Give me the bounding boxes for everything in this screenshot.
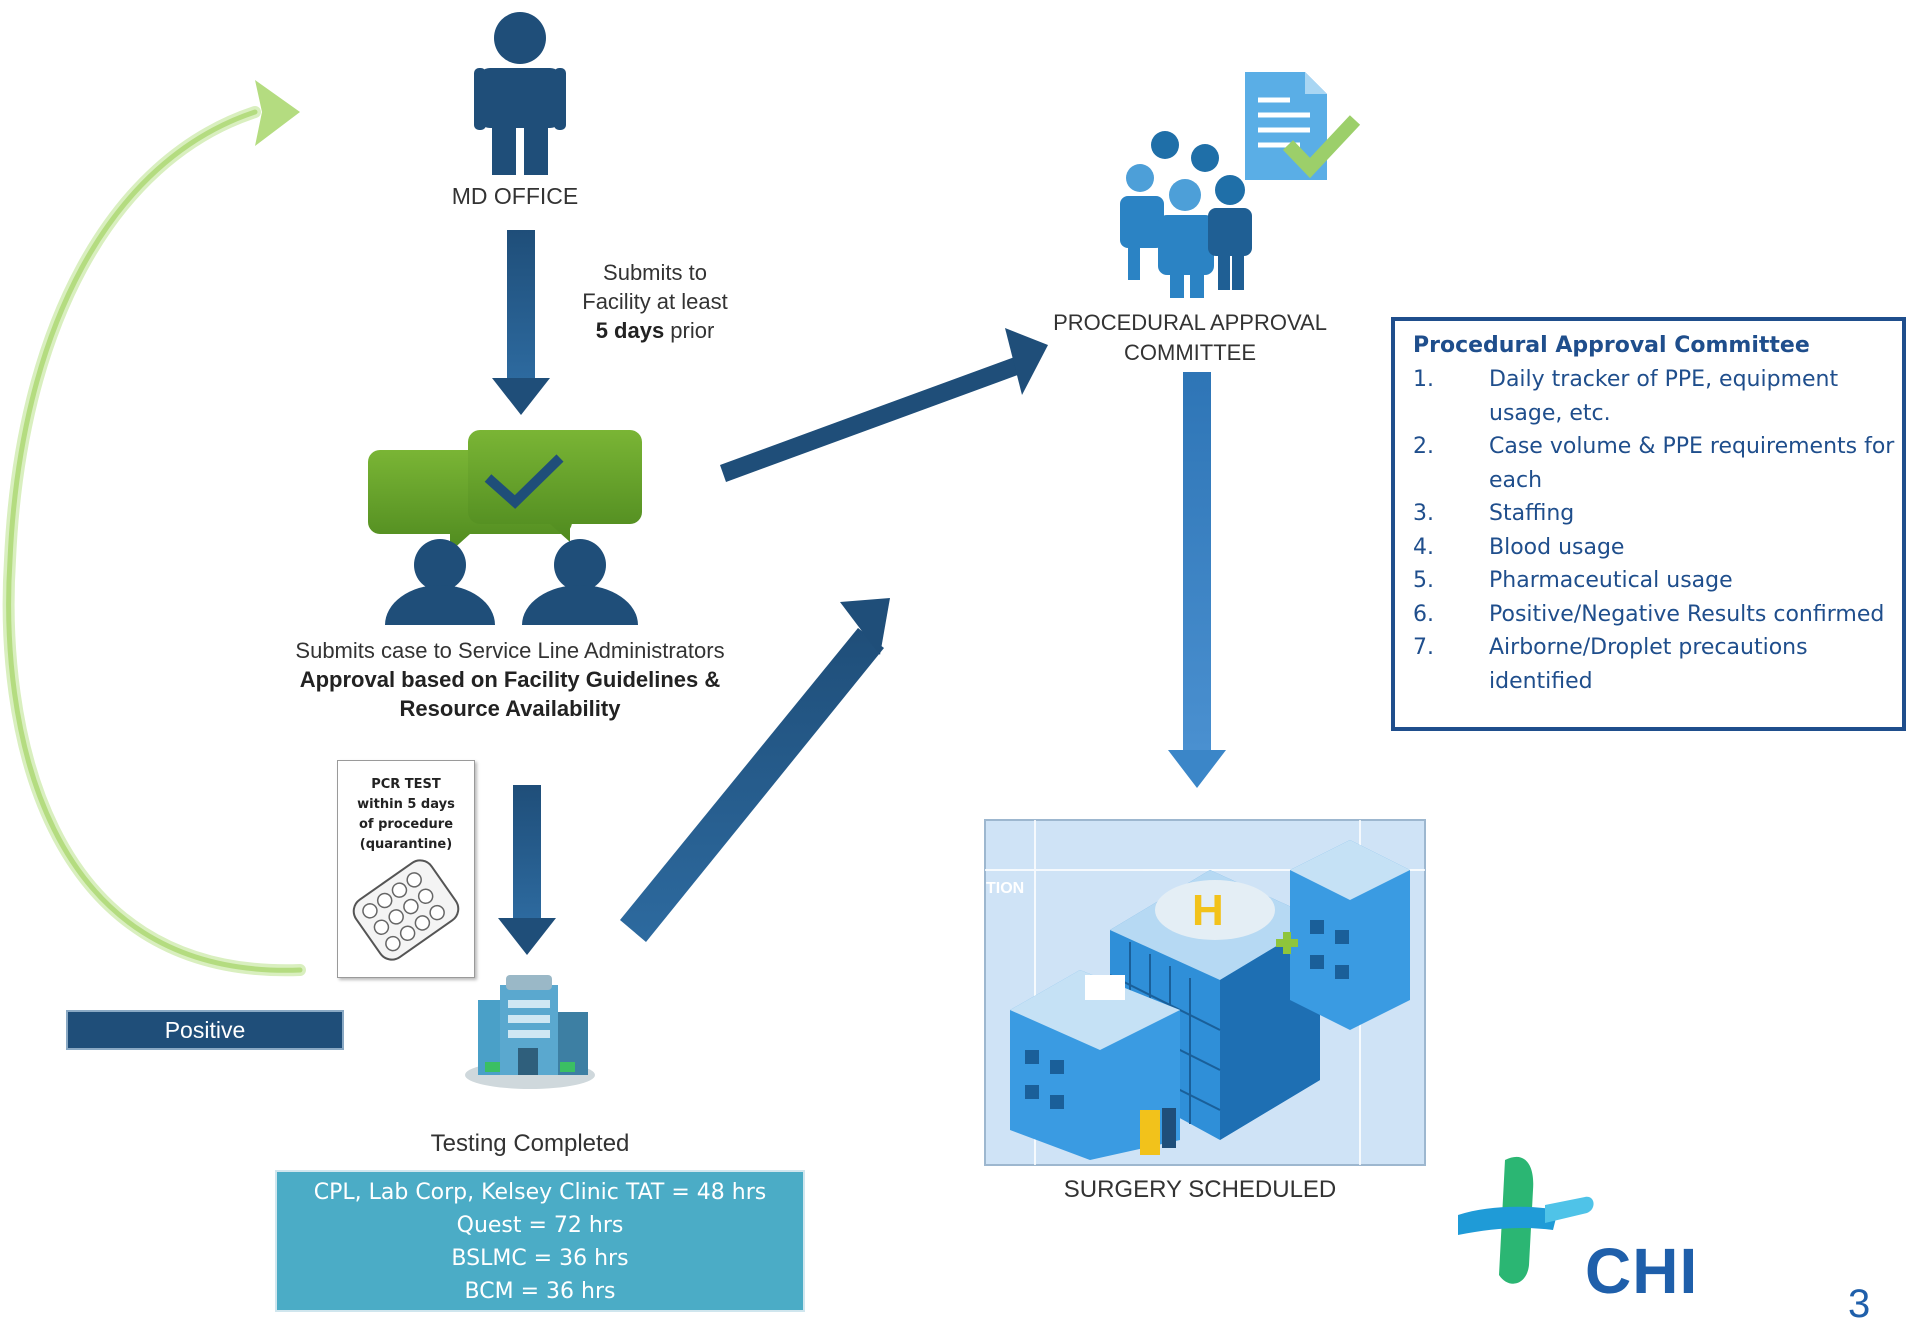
arrow-service-to-testing: [498, 785, 556, 955]
committee-list: 1. Daily tracker of PPE, equipment usage,…: [1413, 363, 1902, 698]
arrow-service-to-committee: [720, 328, 1048, 482]
pcr-line-4: (quarantine): [359, 837, 453, 852]
arrow-committee-to-surgery: [1168, 372, 1226, 788]
committee-label-line-2: COMMITTEE: [1124, 340, 1256, 365]
hospital-sign-text: TION: [986, 880, 1025, 897]
list-item: 1. Daily tracker of PPE, equipment usage,…: [1413, 363, 1902, 430]
service-line-line-1: Submits case to Service Line Administrat…: [295, 638, 725, 663]
pcr-line-1: PCR TEST: [371, 777, 441, 792]
testing-building-icon: [465, 975, 595, 1089]
pcr-line-2: within 5 days: [357, 797, 455, 812]
list-text: Staffing: [1489, 501, 1575, 526]
page-number: 3: [1848, 1282, 1871, 1326]
committee-label: PROCEDURAL APPROVAL COMMITTEE: [1040, 308, 1340, 368]
list-text: Case volume & PPE requirements for each: [1489, 434, 1895, 493]
hospital-illustration: H: [984, 819, 1426, 1166]
service-line-line-3: Resource Availability: [399, 696, 621, 721]
tat-line: Quest = 72 hrs: [456, 1213, 624, 1238]
tat-line: CPL, Lab Corp, Kelsey Clinic TAT = 48 hr…: [313, 1180, 767, 1205]
committee-people-icon: [1120, 72, 1361, 298]
list-text: Airborne/Droplet precautions identified: [1489, 635, 1808, 694]
committee-details-box: Procedural Approval Committee 1. Daily tr…: [1391, 317, 1906, 731]
tat-line: BCM = 36 hrs: [464, 1279, 616, 1304]
list-number: 1.: [1413, 367, 1434, 392]
list-number: 5.: [1413, 568, 1434, 593]
list-item: 2. Case volume & PPE requirements for eac…: [1413, 430, 1902, 497]
surgery-scheduled-label: SURGERY SCHEDULED: [1063, 1176, 1337, 1203]
pill-blister-icon: [352, 859, 460, 961]
service-line-admins-icon: [368, 430, 642, 625]
submits-note-line-2: Facility at least: [582, 289, 728, 314]
arrow-md-to-service-line: [492, 230, 550, 415]
submits-note-bold: 5 days: [595, 318, 665, 343]
service-line-label: Submits case to Service Line Administrat…: [260, 636, 760, 723]
submits-note-line-1: Submits to: [603, 260, 707, 285]
list-number: 4.: [1413, 534, 1434, 560]
list-number: 6.: [1413, 601, 1434, 627]
list-text: Blood usage: [1489, 534, 1625, 560]
service-line-line-2: Approval based on Facility Guidelines &: [299, 667, 721, 692]
positive-label: Positive: [66, 1010, 344, 1050]
list-item: 6. Positive/Negative Results confirmed: [1413, 598, 1902, 632]
submits-note: Submits to Facility at least 5 days prio…: [560, 258, 750, 345]
tat-line: BSLMC = 36 hrs: [451, 1246, 629, 1271]
md-office-person-icon: [474, 12, 566, 175]
committee-label-line-1: PROCEDURAL APPROVAL: [1053, 310, 1327, 335]
list-item: 3. Staffing: [1413, 497, 1902, 531]
md-office-label: MD OFFICE: [451, 183, 579, 209]
submits-note-line-3: 5 days prior: [560, 316, 750, 345]
chi-logo-text: CHI: [1585, 1235, 1699, 1307]
positive-loop-arrow: [2, 80, 306, 977]
list-item: 4. Blood usage: [1413, 531, 1902, 565]
list-number: 2.: [1413, 434, 1434, 459]
committee-box-title: Procedural Approval Committee: [1413, 333, 1810, 358]
negative-arrow: [620, 598, 890, 942]
turnaround-times-box: CPL, Lab Corp, Kelsey Clinic TAT = 48 hr…: [275, 1170, 805, 1312]
list-item: 5. Pharmaceutical usage: [1413, 564, 1902, 598]
chi-logo-mark: [1458, 1156, 1594, 1284]
list-text: Positive/Negative Results confirmed: [1489, 601, 1885, 627]
pcr-line-3: of procedure: [358, 817, 454, 832]
list-item: 7. Airborne/Droplet precautions identifie…: [1413, 631, 1902, 698]
list-text: Pharmaceutical usage: [1489, 568, 1733, 593]
svg-text:H: H: [1192, 886, 1224, 935]
list-number: 3.: [1413, 501, 1434, 526]
pcr-test-card: PCR TEST within 5 days of procedure (qua…: [337, 760, 475, 978]
list-number: 7.: [1413, 635, 1434, 660]
list-text: Daily tracker of PPE, equipment usage, e…: [1489, 367, 1839, 426]
testing-completed-label: Testing Completed: [430, 1130, 630, 1157]
submits-note-rest: prior: [664, 318, 715, 343]
